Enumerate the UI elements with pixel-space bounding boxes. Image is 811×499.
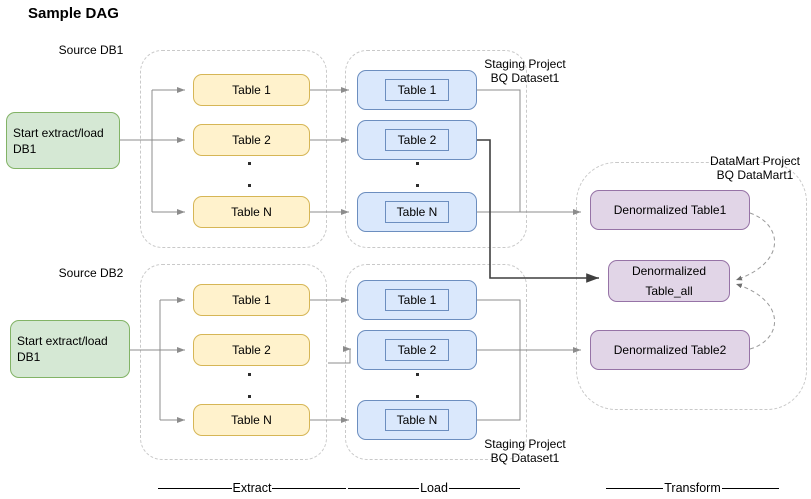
ellipsis-dot <box>416 184 419 187</box>
row1-load-table1-inner: Table 1 <box>385 79 449 101</box>
diagram-title: Sample DAG <box>28 5 119 22</box>
denormalized-table-all-line2: Table_all <box>645 284 693 298</box>
datamart-label-line1: DataMart Project <box>709 154 801 168</box>
stage-transform-line-right <box>721 487 779 489</box>
row1-extract-tableN-node: Table N <box>193 196 310 228</box>
row2-extract-table2-node: Table 2 <box>193 334 310 366</box>
denormalized-table-all-node: Denormalized Table_all <box>608 260 730 302</box>
row2-extract-group <box>140 264 327 460</box>
row2-load-table1-inner: Table 1 <box>385 289 449 311</box>
row1-staging-label: Staging Project BQ Dataset1 <box>477 57 573 85</box>
datamart-group <box>576 162 807 410</box>
ellipsis-dot <box>248 162 251 165</box>
stage-transform: Transform <box>606 481 779 495</box>
row1-start-node-line1: Start extract/load <box>13 125 104 140</box>
row2-load-table1-node: Table 1 <box>357 280 477 320</box>
denormalized-table-all-line1: Denormalized <box>631 264 707 278</box>
stage-transform-line-left <box>606 487 664 489</box>
ellipsis-dot <box>248 373 251 376</box>
ellipsis-dot <box>416 162 419 165</box>
stage-load-line-left <box>348 487 420 489</box>
stage-transform-label: Transform <box>664 481 721 495</box>
row1-source-label: Source DB1 <box>58 43 124 57</box>
row2-staging-label-line2: BQ Dataset1 <box>490 450 560 465</box>
row2-start-node-line1: Start extract/load <box>17 334 108 348</box>
row1-load-tableN-inner: Table N <box>385 201 449 223</box>
row2-staging-label-line1: Staging Project <box>484 437 566 451</box>
ellipsis-dot <box>416 373 419 376</box>
row2-staging-label: Staging Project BQ Dataset1 <box>477 437 573 465</box>
row1-extract-group <box>140 50 327 248</box>
row1-load-tableN-node: Table N <box>357 192 477 232</box>
ellipsis-dot <box>248 184 251 187</box>
row2-start-node: Start extract/load DB1 <box>10 320 130 378</box>
stage-load-line-right <box>448 487 520 489</box>
row2-source-label: Source DB2 <box>58 266 124 280</box>
denormalized-table2-node: Denormalized Table2 <box>590 330 750 370</box>
stage-extract-line-right <box>272 487 346 489</box>
stage-extract-label: Extract <box>232 481 272 495</box>
stage-load: Load <box>348 481 520 495</box>
row2-extract-table1-node: Table 1 <box>193 284 310 316</box>
stage-extract: Extract <box>158 481 346 495</box>
denormalized-table1-node: Denormalized Table1 <box>590 190 750 230</box>
datamart-label-line2: BQ DataMart1 <box>716 167 794 182</box>
ellipsis-dot <box>248 395 251 398</box>
stage-extract-line-left <box>158 487 232 489</box>
row1-start-node: Start extract/load DB1 <box>6 112 120 169</box>
ellipsis-dot <box>416 395 419 398</box>
row2-load-tableN-node: Table N <box>357 400 477 440</box>
row1-staging-label-line1: Staging Project <box>484 57 566 71</box>
row1-load-table1-node: Table 1 <box>357 70 477 110</box>
datamart-label: DataMart Project BQ DataMart1 <box>700 154 810 182</box>
row2-load-table2-node: Table 2 <box>357 330 477 370</box>
row1-extract-table1-node: Table 1 <box>193 74 310 106</box>
row1-extract-table2-node: Table 2 <box>193 124 310 156</box>
row1-staging-label-line2: BQ Dataset1 <box>490 70 560 85</box>
row1-load-table2-inner: Table 2 <box>385 129 449 151</box>
row2-load-tableN-inner: Table N <box>385 409 449 431</box>
row2-start-node-line2: DB1 <box>17 350 41 364</box>
row2-load-table2-inner: Table 2 <box>385 339 449 361</box>
row1-start-node-line2: DB1 <box>13 141 37 156</box>
stage-load-label: Load <box>420 481 448 495</box>
row2-extract-tableN-node: Table N <box>193 404 310 436</box>
row1-load-table2-node: Table 2 <box>357 120 477 160</box>
